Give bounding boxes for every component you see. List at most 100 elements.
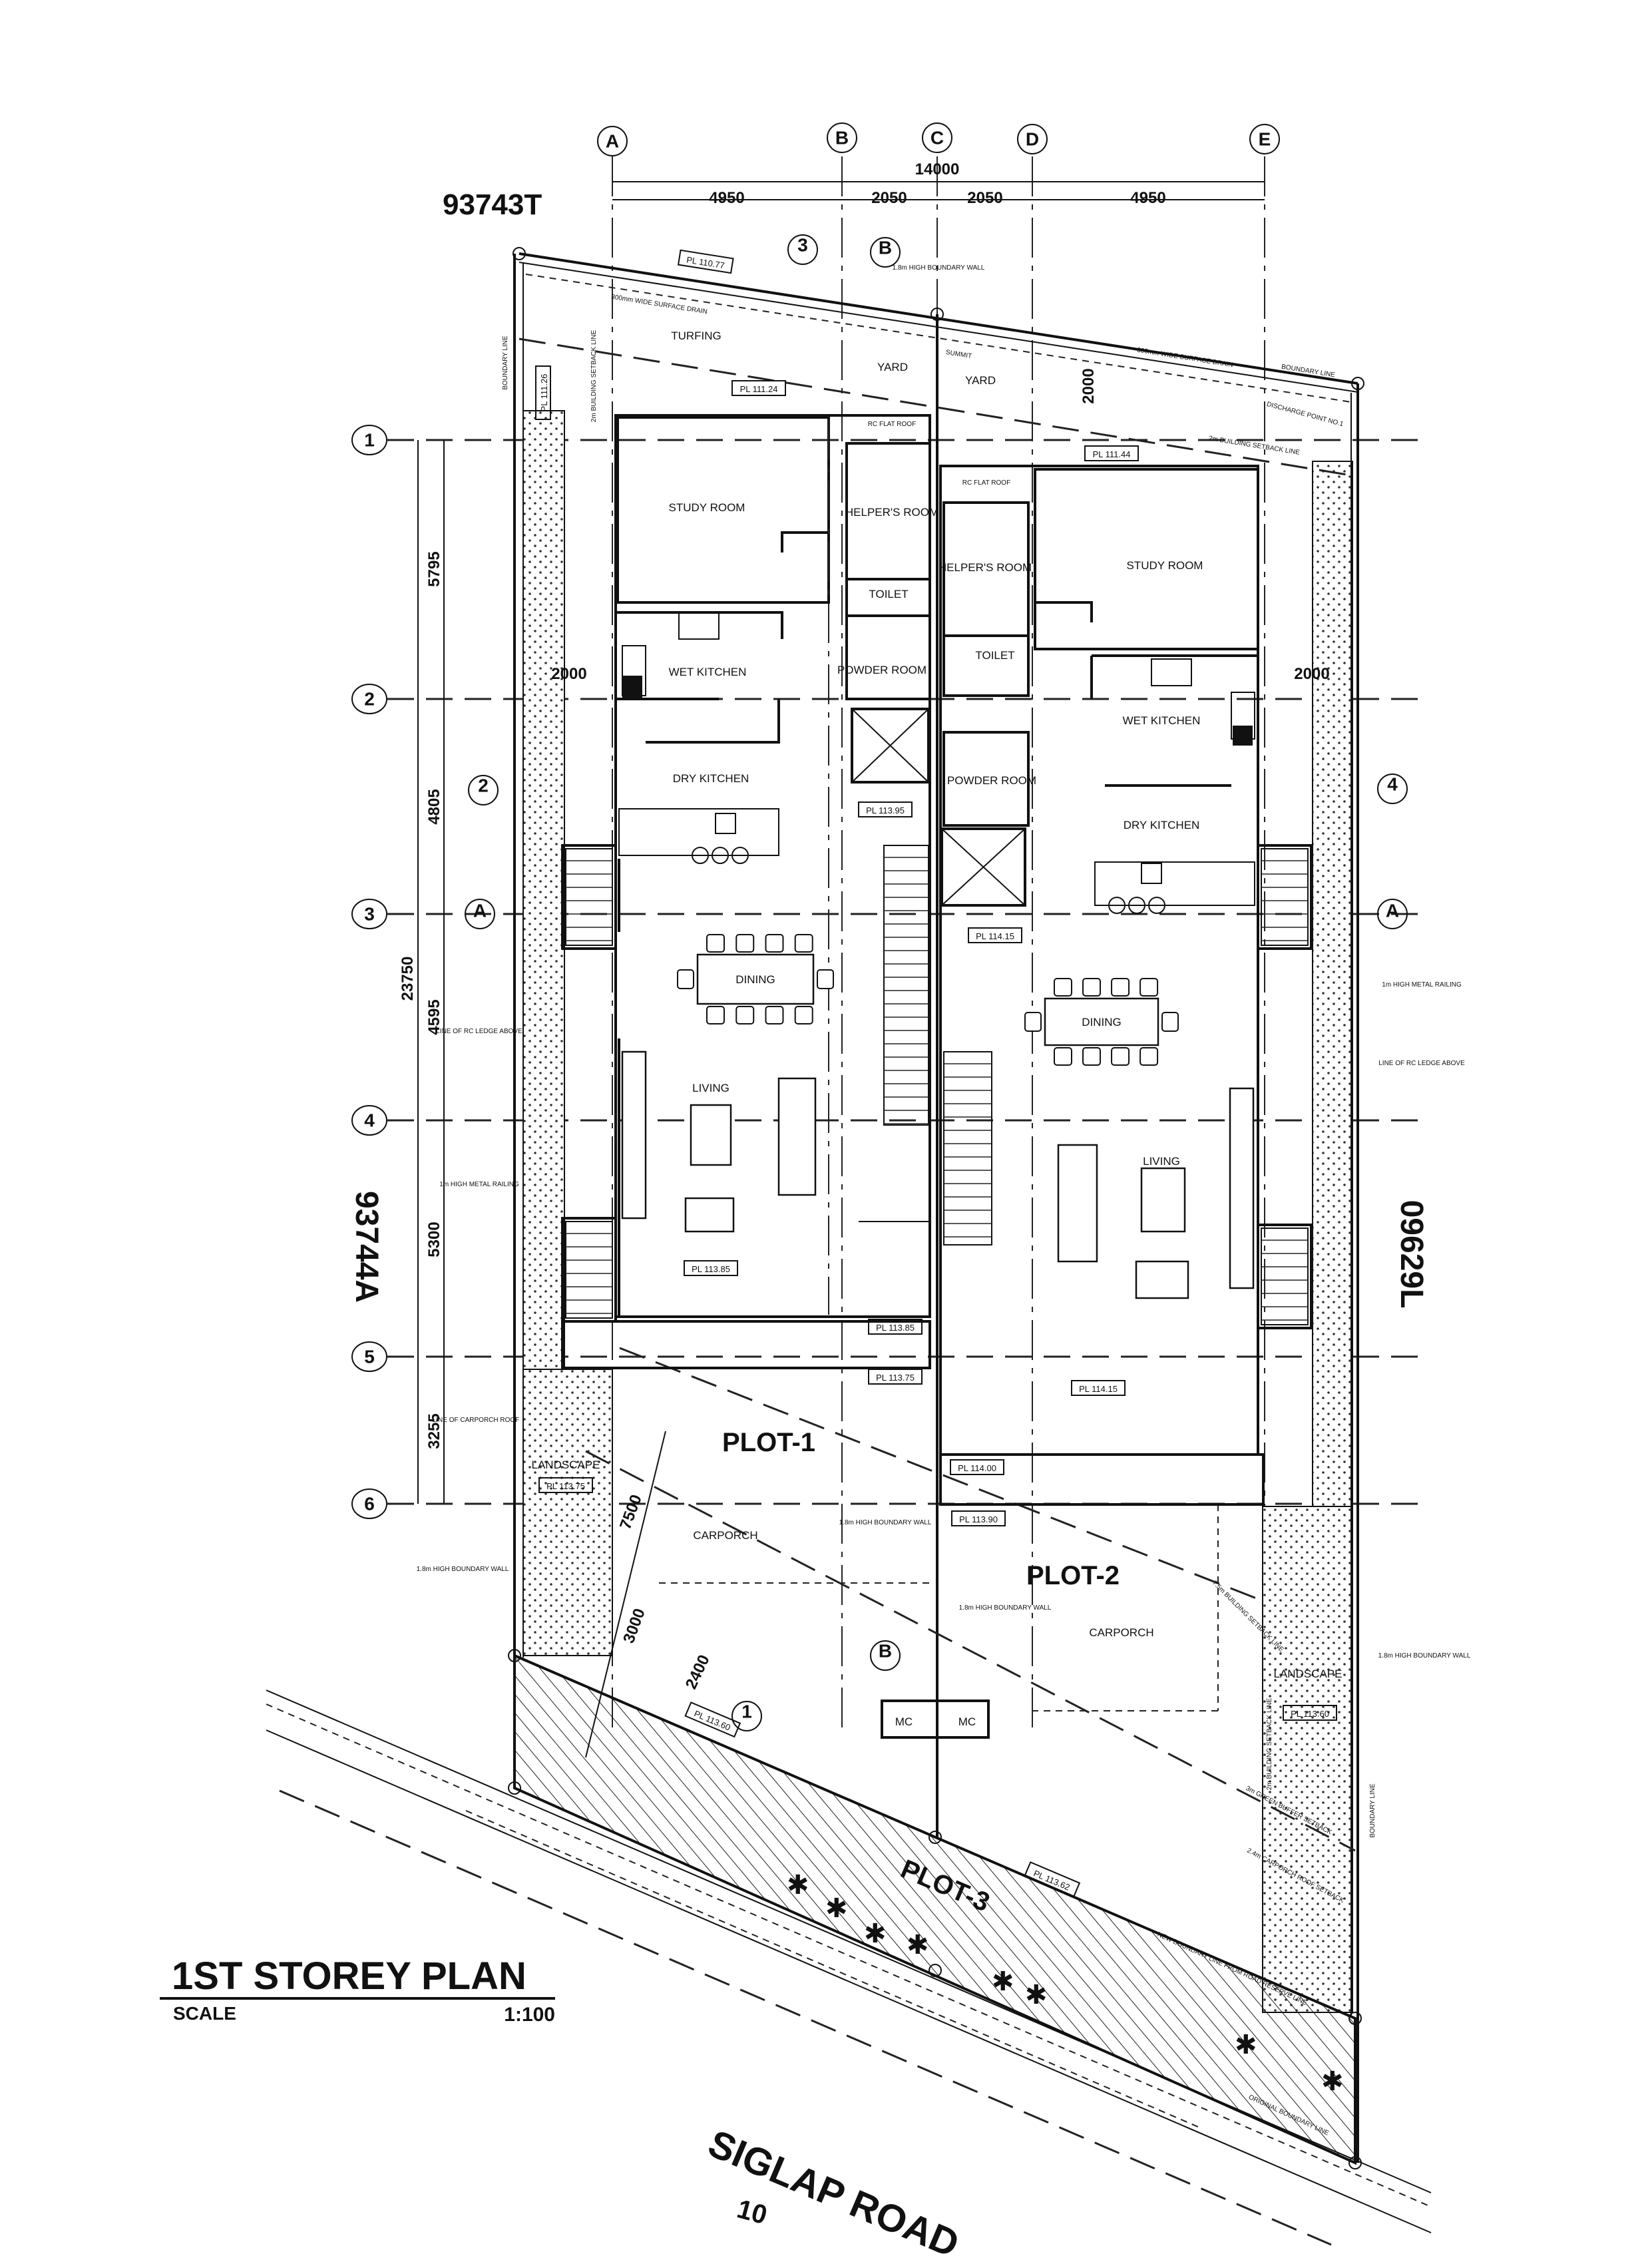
svg-text:4950: 4950 [709,189,744,207]
svg-text:1: 1 [364,430,375,451]
stair-outline [1261,1228,1309,1325]
svg-text:SUMMIT: SUMMIT [945,349,972,360]
svg-text:PL 113.75: PL 113.75 [546,1481,585,1491]
toilet-label-plot1: TOILET [869,588,908,600]
svg-text:4950: 4950 [1130,189,1165,207]
grid-bubble-b: B [827,122,857,153]
svg-text:PL 113.85: PL 113.85 [692,1264,730,1274]
overall-width-dim: 14000 [915,160,960,178]
landscape-label-left: LANDSCAPE [532,1459,600,1471]
dining-chair [735,1006,755,1024]
svg-text:A: A [606,131,619,152]
grid-bubble-a: A [597,126,628,156]
dining-chair [677,969,694,989]
svg-text:DISCHARGE POINT NO.1: DISCHARGE POINT NO.1 [1266,401,1344,428]
plot-3-strip [513,1653,1356,2165]
svg-text:2050: 2050 [967,189,1002,207]
top-dimensions: 14000 4950 2050 2050 4950 [612,160,1265,207]
grid-bubble-e: E [1249,124,1280,154]
dining-chair [817,969,834,989]
dining-chair [794,1006,813,1024]
svg-text:BOUNDARY LINE: BOUNDARY LINE [1369,1783,1376,1838]
living-label-plot1: LIVING [692,1082,729,1094]
dining-chair [1082,1047,1102,1066]
section-markers: A A B B 1 2 3 4 [465,234,1408,1731]
study-room-label-plot2: STUDY ROOM [1127,559,1203,572]
tree-icon: ✱ [992,1967,1014,1996]
scale-value: 1:100 [504,2004,555,2026]
svg-text:2000: 2000 [551,665,586,683]
level-tag: PL 111.24 [731,380,786,396]
svg-text:C: C [930,128,944,148]
plot-2-label: PLOT-2 [1026,1561,1120,1590]
room-labels: STUDY ROOM HELPER'S ROOM TOILET POWDER R… [532,330,1342,1728]
column-grid-bubbles: A B C D E [597,122,1280,156]
svg-text:D: D [1026,129,1039,150]
tree-icon: ✱ [864,1919,887,1948]
svg-text:1: 1 [741,1701,752,1722]
dining-chair [1054,1047,1072,1066]
level-tag: PL 113.85 [868,1319,923,1335]
trees: ✱ ✱ ✱ ✱ ✱ ✱ ✱ ✱ [787,1871,1344,2096]
dining-chair [765,1006,784,1024]
svg-text:PL 113.95: PL 113.95 [866,805,905,815]
grid-bubble-4: 4 [351,1105,387,1136]
title-block: 1ST STOREY PLAN SCALE 1:100 [160,1954,555,2026]
landscape-label-right: LANDSCAPE [1274,1668,1342,1680]
svg-text:A: A [473,901,487,921]
svg-text:B: B [835,128,849,148]
tree-icon: ✱ [907,1930,929,1960]
svg-text:300mm WIDE SURFACE DRAIN: 300mm WIDE SURFACE DRAIN [610,294,708,316]
level-tag: PL 113.60 [1283,1705,1337,1721]
svg-text:PL 113.60: PL 113.60 [1291,1709,1329,1719]
dining-chair [1024,1012,1042,1032]
svg-text:3000: 3000 [620,1606,649,1646]
svg-text:3255: 3255 [425,1413,443,1449]
wet-kitchen-label-plot2: WET KITCHEN [1123,714,1201,727]
study-room-label-plot1: STUDY ROOM [669,501,745,514]
section-marker-b-top: B [870,237,901,268]
svg-text:4805: 4805 [425,789,443,824]
svg-text:3: 3 [364,904,375,925]
dining-chair [1082,978,1102,997]
svg-text:2: 2 [478,776,489,796]
lot-number-top: 93743T [443,188,542,221]
grid-bubble-2: 2 [351,684,387,714]
dining-label-plot2: DINING [1082,1016,1122,1028]
svg-text:4: 4 [1387,774,1398,795]
dining-chair [1139,1047,1159,1066]
plot-2-building [881,465,1313,1739]
svg-text:E: E [1259,129,1271,150]
dining-chair [706,934,725,953]
svg-text:2m BUILDING SETBACK LINE: 2m BUILDING SETBACK LINE [590,330,598,422]
svg-text:2: 2 [364,689,375,710]
svg-text:BOUNDARY LINE: BOUNDARY LINE [502,336,509,390]
level-tag: PL 114.15 [1071,1380,1126,1396]
grid-bubble-6: 6 [351,1488,387,1519]
overall-depth-dim: 23750 [399,957,417,1001]
svg-text:1.8m HIGH BOUNDARY WALL: 1.8m HIGH BOUNDARY WALL [959,1604,1052,1612]
elevation-marker-2: 2 [468,775,499,805]
svg-text:PL 111.44: PL 111.44 [1093,449,1131,459]
living-label-plot2: LIVING [1143,1155,1180,1168]
wet-kitchen-label-plot1: WET KITCHEN [669,666,747,678]
svg-text:LINE OF RC LEDGE ABOVE: LINE OF RC LEDGE ABOVE [1378,1060,1465,1067]
svg-text:2000: 2000 [1294,665,1329,683]
grid-bubble-5: 5 [351,1341,387,1372]
svg-text:PL 114.15: PL 114.15 [1079,1384,1118,1394]
tree-icon: ✱ [1321,2067,1344,2096]
svg-text:PL 114.00: PL 114.00 [958,1463,996,1473]
dry-kitchen-label-plot2: DRY KITCHEN [1124,819,1200,831]
svg-text:4: 4 [364,1110,375,1131]
svg-text:PL 113.85: PL 113.85 [876,1323,915,1333]
svg-text:4595: 4595 [425,999,443,1034]
plot-labels: PLOT-1 PLOT-2 PLOT-3 [722,1428,1120,1918]
road-lines [266,1690,1432,2246]
dining-chair [794,934,813,953]
elevation-marker-4: 4 [1377,774,1408,804]
stair-outline [943,1051,992,1245]
stair-outline [565,848,613,946]
dining-chair [706,1006,725,1024]
dining-chair [1111,978,1130,997]
